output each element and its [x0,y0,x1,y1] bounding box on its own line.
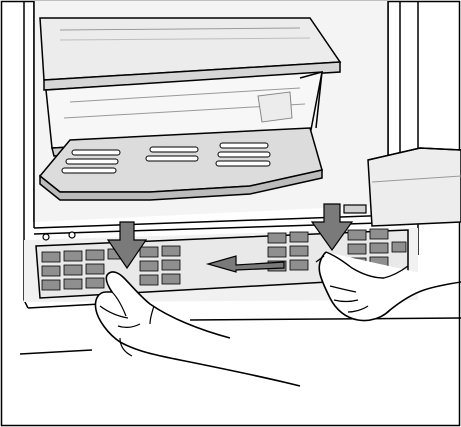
hinge-block [344,205,366,213]
indicator-dot-right [69,232,75,238]
door-bin [368,148,461,226]
indicator-dot-left [43,234,49,240]
